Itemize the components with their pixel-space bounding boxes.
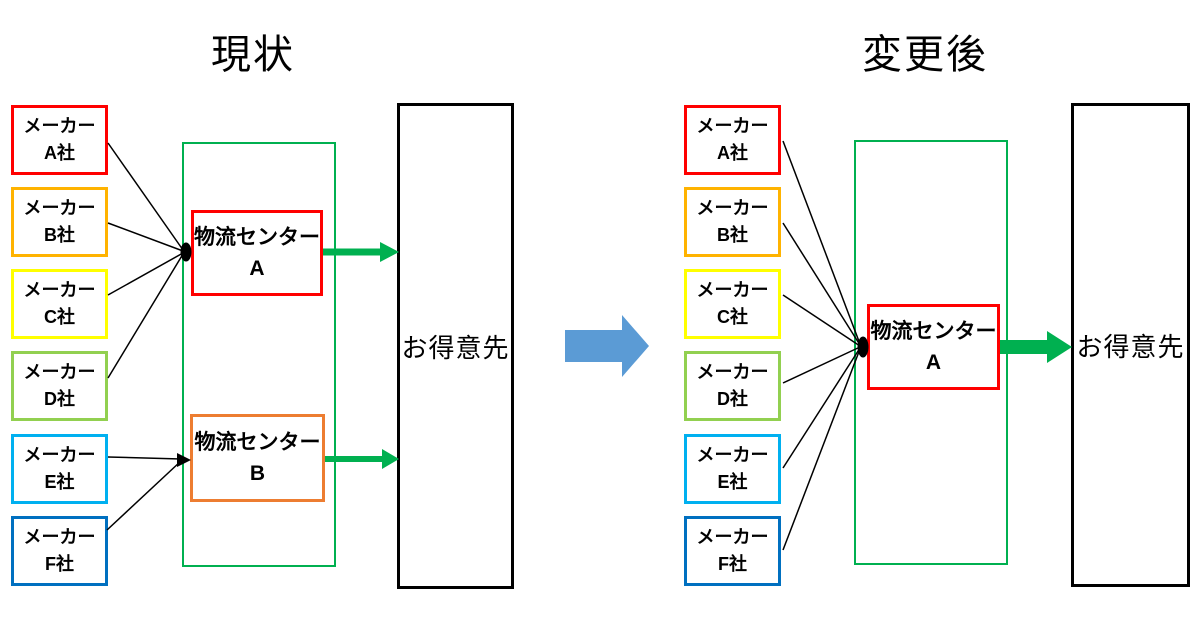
connector-maker-f-to-center-a-after <box>782 348 861 551</box>
connector-maker-c-to-center-a-after <box>782 294 861 347</box>
center-label: A <box>925 351 942 374</box>
maker-label: A社 <box>44 143 75 163</box>
maker-label: メーカー <box>696 116 769 136</box>
maker-label: B社 <box>44 225 75 245</box>
maker-box-b-current: メーカー B社 <box>11 187 108 257</box>
transition-arrow <box>565 315 649 377</box>
maker-label: C社 <box>44 307 75 327</box>
connector-maker-f-to-center-b-current <box>106 460 182 531</box>
maker-box-a-after: メーカー A社 <box>684 105 781 175</box>
maker-label: メーカー <box>23 445 96 465</box>
maker-label: E社 <box>717 472 748 492</box>
maker-label: B社 <box>717 225 748 245</box>
center-label: 物流センター <box>194 226 320 249</box>
maker-box-e-after: メーカー E社 <box>684 434 781 504</box>
connector-maker-b-to-center-a-current <box>107 222 184 252</box>
center-container-current <box>182 142 336 567</box>
center-label: 物流センター <box>194 431 321 454</box>
maker-box-c-current: メーカー C社 <box>11 269 108 339</box>
section-title-current: 現状 <box>211 33 295 77</box>
maker-label: A社 <box>717 143 748 163</box>
maker-label: メーカー <box>23 527 96 547</box>
maker-label: メーカー <box>23 116 96 136</box>
maker-label: メーカー <box>696 362 769 382</box>
maker-label: C社 <box>717 307 748 327</box>
maker-label: D社 <box>717 389 748 409</box>
maker-label: F社 <box>45 554 74 574</box>
maker-label: メーカー <box>696 198 769 218</box>
maker-label: メーカー <box>696 280 769 300</box>
center-box-b-current: 物流センター B <box>190 414 325 502</box>
maker-label: E社 <box>44 472 75 492</box>
flow-arrow-center-a-to-customer-after <box>1000 331 1072 363</box>
center-box-a-after: 物流センター A <box>867 304 1000 390</box>
connector-maker-b-to-center-a-after <box>782 222 861 346</box>
maker-box-d-after: メーカー D社 <box>684 351 781 421</box>
maker-box-f-current: メーカー F社 <box>11 516 108 586</box>
customer-box-after: お得意先 <box>1071 103 1190 587</box>
maker-label: F社 <box>718 554 747 574</box>
maker-label: D社 <box>44 389 75 409</box>
maker-label: メーカー <box>23 362 96 382</box>
connector-maker-d-to-center-a-after <box>782 346 861 384</box>
maker-box-c-after: メーカー C社 <box>684 269 781 339</box>
maker-label: メーカー <box>696 445 769 465</box>
maker-label: メーカー <box>23 198 96 218</box>
customer-box-current: お得意先 <box>397 103 514 589</box>
center-label: B <box>249 462 266 485</box>
maker-box-b-after: メーカー B社 <box>684 187 781 257</box>
center-label: 物流センター <box>870 320 997 343</box>
customer-label: お得意先 <box>401 332 510 363</box>
maker-box-a-current: メーカー A社 <box>11 105 108 175</box>
maker-box-d-current: メーカー D社 <box>11 351 108 421</box>
connector-maker-c-to-center-a-current <box>107 252 184 296</box>
flow-arrow-center-b-to-customer-current <box>325 449 399 469</box>
center-label: A <box>249 257 265 280</box>
maker-box-e-current: メーカー E社 <box>11 434 108 504</box>
customer-label: お得意先 <box>1076 331 1185 362</box>
maker-box-f-after: メーカー F社 <box>684 516 781 586</box>
maker-label: メーカー <box>696 527 769 547</box>
connector-maker-e-to-center-a-after <box>782 347 861 469</box>
maker-label: メーカー <box>23 280 96 300</box>
connector-maker-a-to-center-a-after <box>782 140 861 345</box>
connector-maker-e-to-center-b-current <box>107 456 182 460</box>
connector-maker-d-to-center-a-current <box>107 253 184 379</box>
section-title-after: 変更後 <box>862 33 988 77</box>
center-box-a-current: 物流センター A <box>191 210 323 296</box>
connector-maker-a-to-center-a-current <box>107 142 184 251</box>
